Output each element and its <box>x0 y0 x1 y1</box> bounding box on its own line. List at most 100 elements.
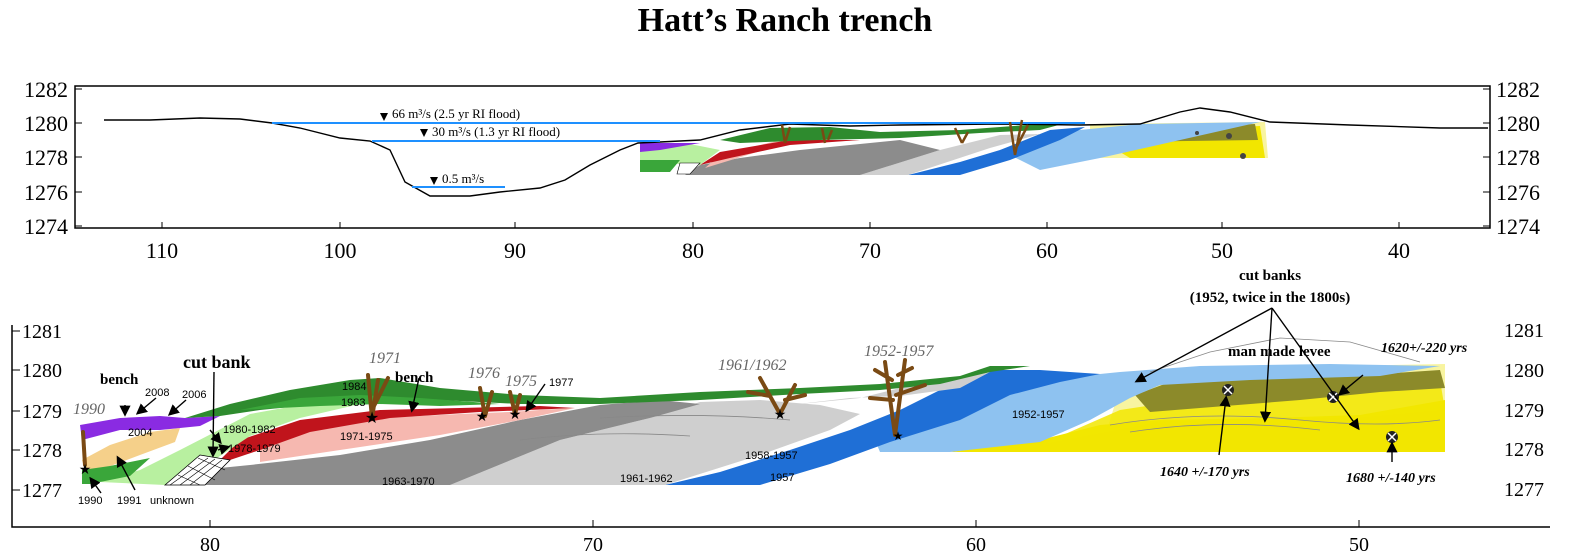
top-y-tick-right: 1278 <box>1496 145 1540 170</box>
flow-05-label: 0.5 m³/s <box>442 171 484 186</box>
year-1957-label: 1957 <box>770 472 794 484</box>
bottom-y-tick-right: 1279 <box>1504 400 1544 422</box>
sample-markers <box>1222 384 1398 443</box>
star-icon: ★ <box>79 463 92 478</box>
bottom-y-tick-right: 1278 <box>1504 439 1544 461</box>
top-panel: 1282 1280 1278 1276 1274 1282 1280 1278 … <box>24 77 1540 263</box>
bottom-y-axis-left: 1281 1280 1279 1278 1277 <box>12 321 62 502</box>
year-1977-label: 1977 <box>549 377 573 389</box>
year-1984-label: 1984 <box>342 381 366 393</box>
tree-1975-label: 1975 <box>505 373 537 390</box>
top-y-tick: 1282 <box>24 77 68 102</box>
tree-1971-label: 1971 <box>369 350 401 367</box>
layer-yellow <box>950 400 1445 452</box>
flood-30-label: 30 m³/s (1.3 yr RI flood) <box>432 124 560 139</box>
hatch-pattern <box>169 457 226 486</box>
top-y-tick: 1276 <box>24 180 68 205</box>
bottom-x-tick: 70 <box>583 534 603 555</box>
year-2006-label: 2006 <box>182 389 206 401</box>
chart-title: Hatt’s Ranch trench <box>637 2 933 39</box>
year-2008-label: 2008 <box>145 387 169 399</box>
tree-1990-label: 1990 <box>73 401 105 418</box>
year-1983-label: 1983 <box>341 397 365 409</box>
bottom-y-tick: 1277 <box>22 480 62 502</box>
sample-1640-icon <box>1222 384 1234 396</box>
top-x-tick: 40 <box>1388 238 1410 263</box>
layer-purple <box>80 416 220 440</box>
year-1980-1982-label: 1980-1982 <box>223 424 276 436</box>
bottom-x-tick: 60 <box>966 534 986 555</box>
annotation-arrows <box>89 307 1398 494</box>
top-stratigraphy <box>640 122 1268 175</box>
layer-pink <box>260 408 575 462</box>
star-icon: ★ <box>893 429 904 443</box>
bottom-y-tick-right: 1277 <box>1504 479 1544 501</box>
top-x-tick: 60 <box>1036 238 1058 263</box>
year-1963-1970-label: 1963-1970 <box>382 476 435 488</box>
bottom-y-tick: 1281 <box>22 321 62 343</box>
sample-1620-icon <box>1327 391 1339 403</box>
tree-1976 <box>478 386 494 418</box>
star-icon: ★ <box>509 408 522 423</box>
unknown-block <box>163 454 231 486</box>
top-y-tick-right: 1282 <box>1496 77 1540 102</box>
year-1971-1975-label: 1971-1975 <box>340 431 393 443</box>
top-x-axis: 110 100 90 80 70 60 50 40 <box>146 222 1410 263</box>
top-x-tick: 110 <box>146 238 178 263</box>
top-y-tick-right: 1274 <box>1496 214 1540 239</box>
layer-dark-green <box>185 366 1030 418</box>
bottom-y-tick-right: 1281 <box>1504 320 1544 342</box>
bottom-y-axis-right: 1281 1280 1279 1278 1277 <box>1504 320 1544 501</box>
bottom-stratigraphy <box>80 364 1445 486</box>
top-x-tick: 80 <box>682 238 704 263</box>
sample-1680-icon <box>1386 431 1398 443</box>
layer-red <box>215 406 575 465</box>
tree-1975 <box>508 390 522 416</box>
tree-1976-label: 1976 <box>468 365 500 382</box>
flow-05-marker-icon <box>430 177 438 185</box>
star-icon: ★ <box>365 410 379 427</box>
man-made-levee-label: man made levee <box>1228 344 1331 360</box>
top-x-tick: 70 <box>859 238 881 263</box>
top-y-tick-right: 1280 <box>1496 111 1540 136</box>
tree-1961-label: 1961/1962 <box>718 357 786 374</box>
year-1978-1979-label: 1978-1979 <box>228 443 281 455</box>
year-1990-label: 1990 <box>78 495 102 507</box>
layer-tan <box>82 428 180 470</box>
bench-mid-label: bench <box>395 370 434 386</box>
year-1961-1962-label: 1961-1962 <box>620 473 673 485</box>
tree-1990 <box>81 430 87 467</box>
star-icon: ★ <box>774 408 787 423</box>
top-x-tick: 50 <box>1211 238 1233 263</box>
top-y-tick: 1274 <box>24 214 68 239</box>
year-1958-1957-label: 1958-1957 <box>745 450 798 462</box>
cut-banks-sub-label: (1952, twice in the 1800s) <box>1190 290 1350 306</box>
top-y-axis-left: 1282 1280 1278 1276 1274 <box>24 77 82 239</box>
layer-light-gray <box>450 400 860 485</box>
top-x-tick: 100 <box>324 238 357 263</box>
date-1680-label: 1680 +/-140 yrs <box>1346 471 1436 486</box>
bottom-y-tick: 1278 <box>22 440 62 462</box>
bottom-y-tick-right: 1280 <box>1504 360 1544 382</box>
tree-1971 <box>366 373 390 420</box>
top-ground-profile <box>104 107 1488 197</box>
cut-banks-label: cut banks <box>1239 268 1301 284</box>
flood-66-label: 66 m³/s (2.5 yr RI flood) <box>392 106 520 121</box>
layer-dark-gray <box>175 400 700 485</box>
top-sample-dot <box>1240 153 1246 159</box>
bottom-x-tick: 50 <box>1349 534 1369 555</box>
tree-1952-label: 1952-1957 <box>864 343 934 360</box>
bottom-y-tick: 1279 <box>22 401 62 423</box>
star-markers: ★ ★ ★ ★ ★ ★ <box>79 408 904 478</box>
date-1640-label: 1640 +/-170 yrs <box>1160 465 1250 480</box>
top-sample-dot <box>1226 133 1232 139</box>
flood-66-marker-icon <box>380 113 388 121</box>
bottom-trees <box>81 358 927 467</box>
layer-light-blue <box>875 364 1440 452</box>
unknown-label: unknown <box>150 495 194 507</box>
top-y-tick-right: 1276 <box>1496 180 1540 205</box>
year-1952-1957-label: 1952-1957 <box>1012 409 1065 421</box>
tree-1961 <box>746 376 807 416</box>
date-1620-label: 1620+/-220 yrs <box>1381 341 1468 356</box>
